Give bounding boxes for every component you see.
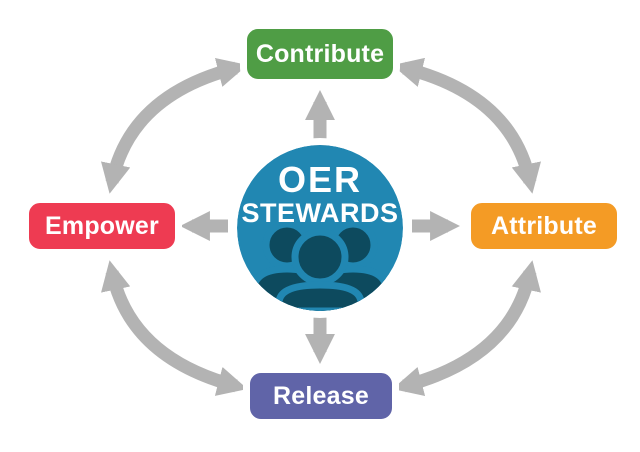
cycle-arrow-bottom-right-icon: [392, 260, 541, 396]
center-circle: OER STEWARDS: [230, 138, 410, 318]
node-release-label: Release: [273, 381, 369, 410]
center-circle-fill: OER STEWARDS: [237, 145, 403, 311]
people-group-icon: [249, 220, 391, 311]
node-empower: Empower: [22, 196, 182, 256]
center-title: OER STEWARDS: [237, 145, 403, 228]
node-attribute-label: Attribute: [491, 211, 597, 240]
center-title-line2: STEWARDS: [241, 198, 399, 228]
node-contribute: Contribute: [240, 22, 400, 86]
node-attribute: Attribute: [464, 196, 624, 256]
cycle-arrow-top-right-icon: [392, 57, 541, 194]
cycle-arrow-top-left-icon: [101, 57, 248, 194]
node-contribute-label: Contribute: [255, 39, 385, 68]
node-release: Release: [243, 366, 399, 426]
node-empower-label: Empower: [45, 211, 159, 240]
cycle-arrow-bottom-left-icon: [101, 260, 248, 396]
center-title-line1: OER: [277, 159, 362, 200]
